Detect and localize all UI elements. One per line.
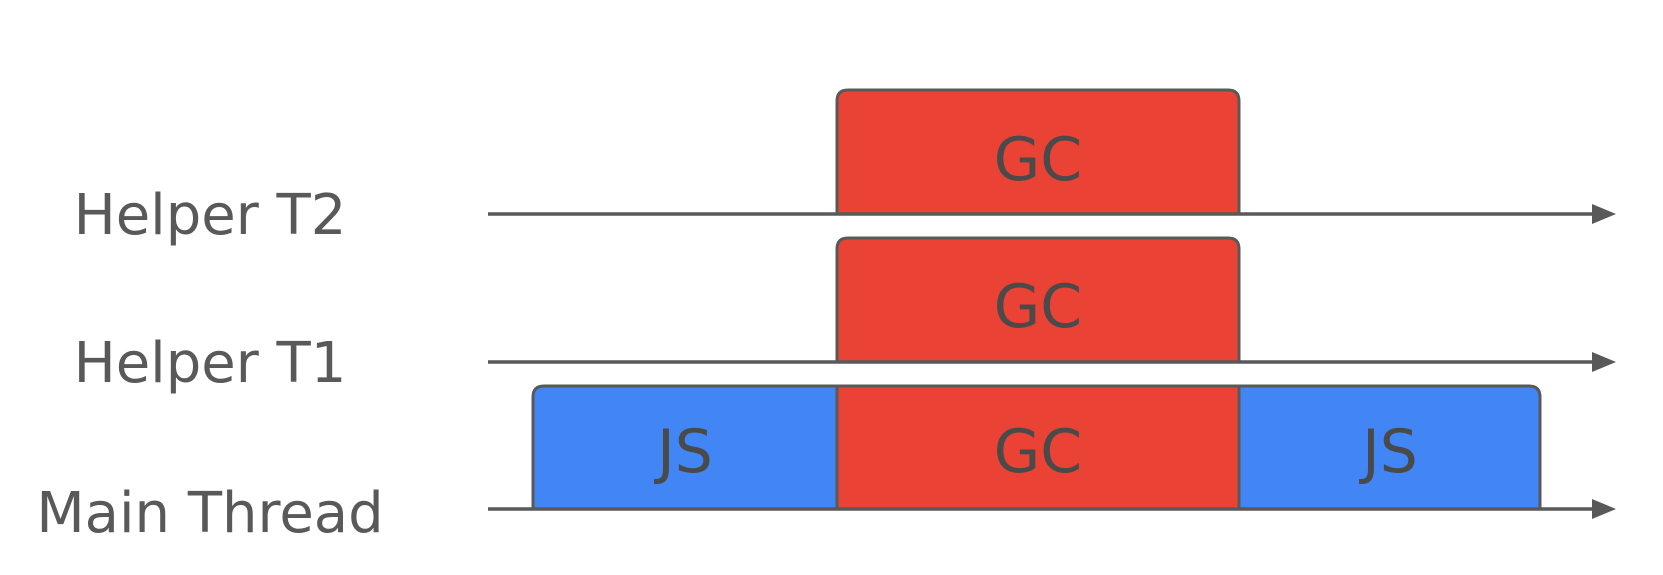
main-thread-js-label-1: JS <box>653 417 713 487</box>
lane-label-helper-t1: Helper T1 <box>74 331 347 396</box>
main-thread-js-block-2 <box>1237 384 1542 511</box>
lane-helper-t2: Helper T2 GC <box>74 88 1616 248</box>
main-thread-js-label-2: JS <box>1358 417 1418 487</box>
helper-t1-arrowhead <box>1592 352 1616 372</box>
lane-label-main-thread: Main Thread <box>36 481 383 546</box>
main-thread-arrowhead <box>1592 499 1616 519</box>
helper-t2-gc-label: GC <box>994 125 1082 195</box>
main-thread-js-block-1 <box>531 384 839 511</box>
main-thread-gc-label: GC <box>994 417 1082 487</box>
helper-t2-arrowhead <box>1592 204 1616 224</box>
helper-t2-gc-block <box>835 88 1241 216</box>
helper-t1-gc-label: GC <box>994 272 1082 342</box>
lane-main-thread: Main Thread JS GC JS <box>36 384 1616 546</box>
lane-label-helper-t2: Helper T2 <box>74 183 347 248</box>
helper-t1-gc-block <box>835 236 1241 364</box>
lane-helper-t1: Helper T1 GC <box>74 236 1616 396</box>
